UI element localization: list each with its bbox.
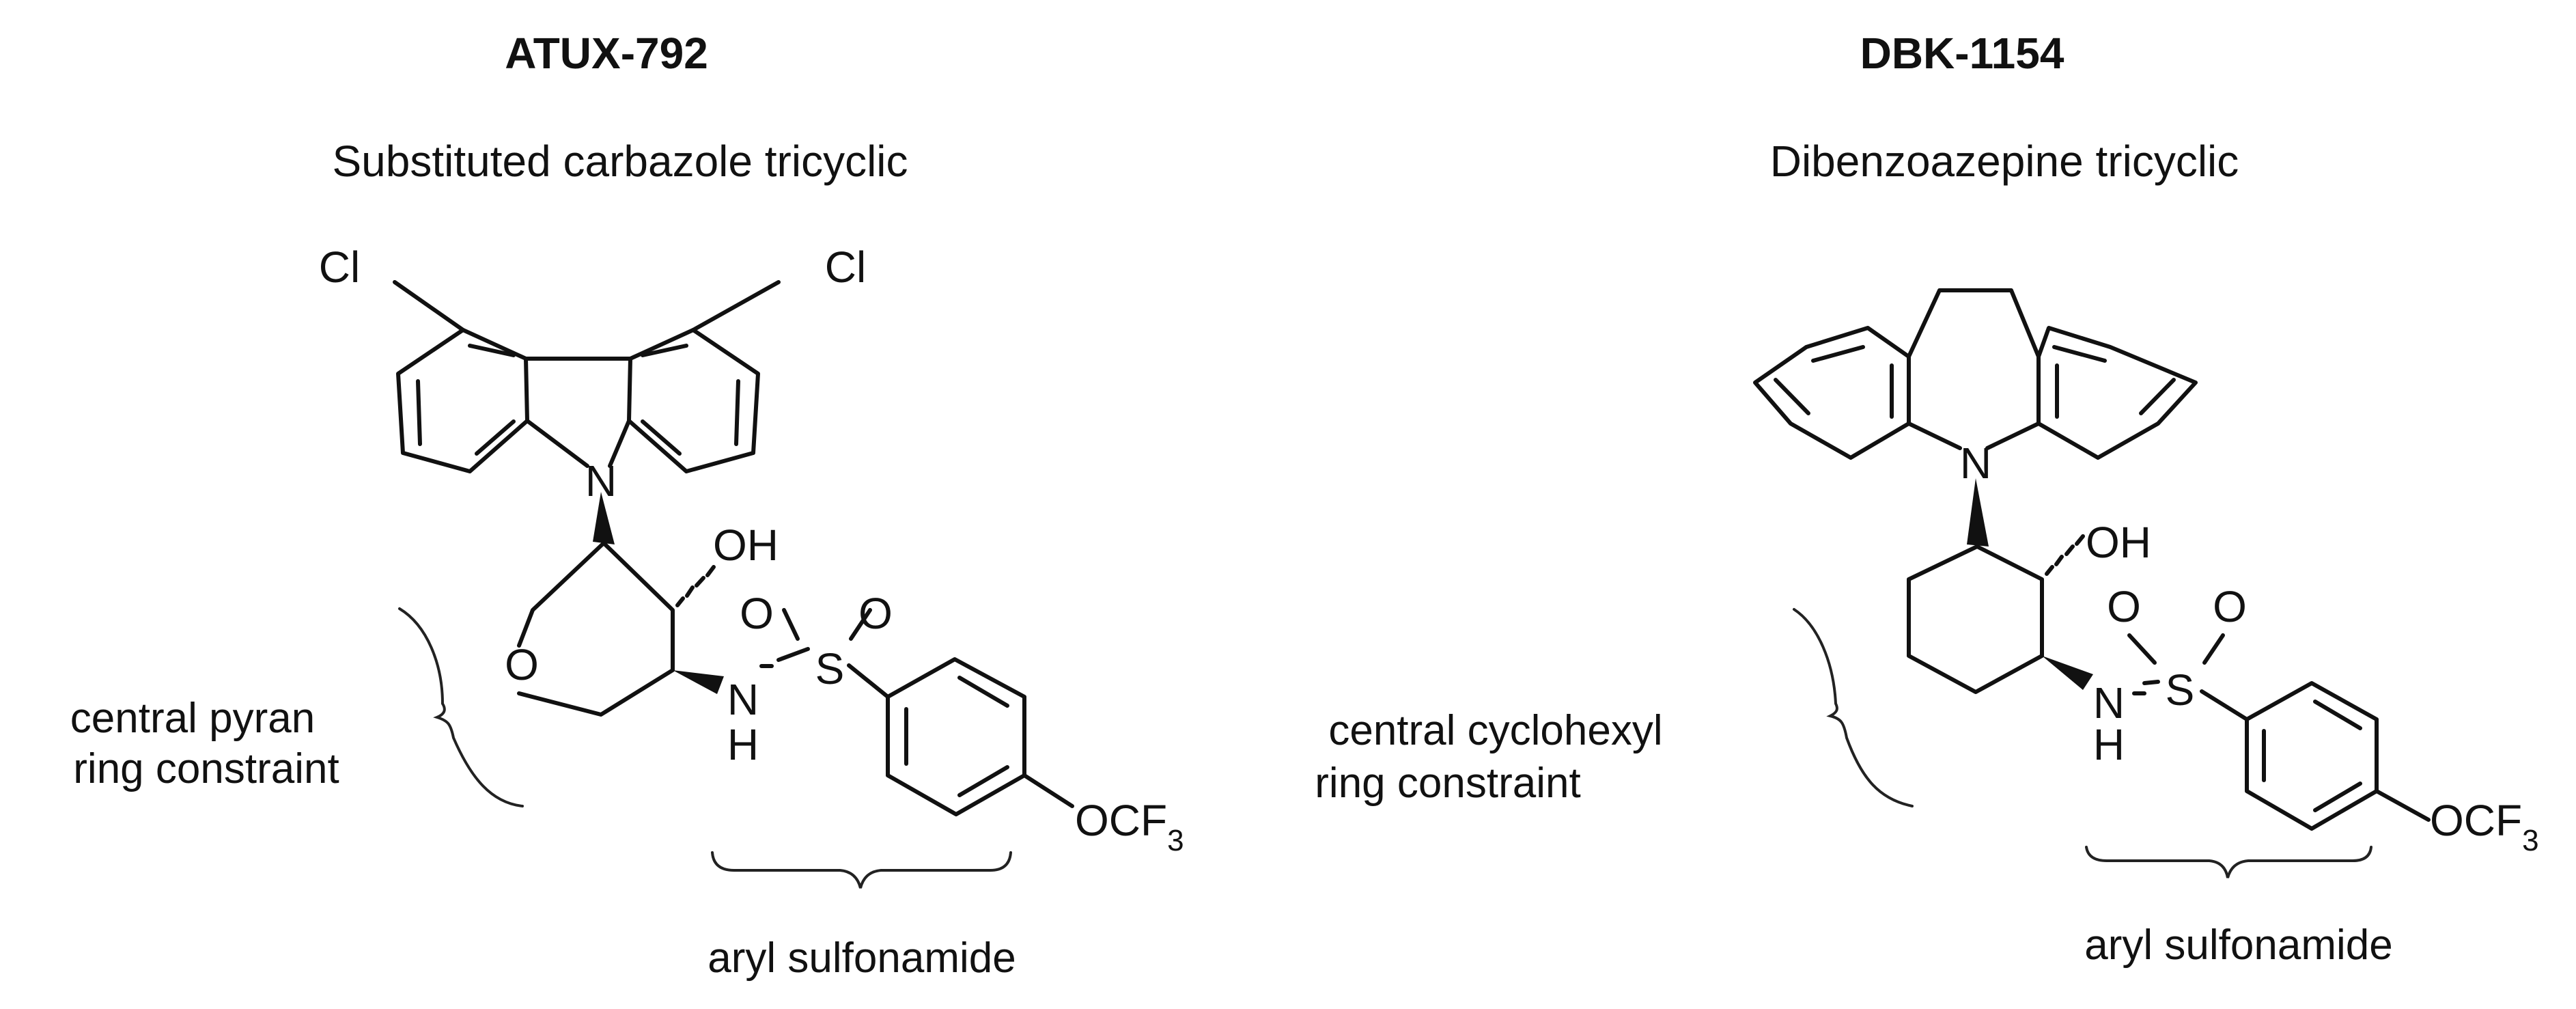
atux-wedge-n bbox=[593, 492, 615, 544]
atom-o-sulfonyl-1-dbk: O bbox=[2107, 582, 2141, 631]
atom-s: S bbox=[815, 644, 845, 693]
atom-cl-right: Cl bbox=[825, 243, 866, 292]
dbk-ring-annotation-line1: central cyclohexyl bbox=[1328, 707, 1662, 754]
compound-name-dbk: DBK-1154 bbox=[1860, 29, 2064, 78]
atom-cl-left: Cl bbox=[319, 243, 360, 292]
atom-oh-dbk: OH bbox=[2086, 518, 2151, 567]
atux-sulfonamide-brace bbox=[711, 851, 1012, 889]
atux-ring-brace bbox=[398, 607, 524, 807]
atom-o-pyran: O bbox=[505, 640, 539, 689]
atux-ring-annotation-line2: ring constraint bbox=[73, 745, 339, 792]
dbk-wedge-nh bbox=[2042, 656, 2093, 690]
atux-skeleton-bonds bbox=[393, 280, 1074, 816]
atux-ring-annotation-line1: central pyran bbox=[70, 695, 315, 742]
atom-ocf3: OCF3 bbox=[1075, 796, 1184, 857]
dbk-1154-panel: DBK-1154 Dibenzoazepine tricyclic bbox=[1315, 29, 2538, 969]
dbk-ring-annotation-line2: ring constraint bbox=[1315, 760, 1580, 807]
atom-n-sulfonamide-dbk: N bbox=[2093, 678, 2125, 728]
atux-792-panel: ATUX-792 Substituted carbazole tricyclic bbox=[70, 29, 1184, 982]
atom-ocf3-dbk: OCF3 bbox=[2430, 796, 2539, 857]
dbk-sulfonamide-brace bbox=[2085, 846, 2372, 879]
atom-h-sulfonamide: H bbox=[727, 720, 759, 769]
atom-o-sulfonyl-2: O bbox=[858, 589, 893, 638]
atom-n-sulfonamide: N bbox=[727, 675, 759, 724]
dbk-sulfonamide-annotation: aryl sulfonamide bbox=[2084, 922, 2392, 969]
atom-o-sulfonyl-2-dbk: O bbox=[2213, 582, 2247, 631]
atom-h-sulfonamide-dbk: H bbox=[2093, 720, 2125, 769]
compound-name-atux: ATUX-792 bbox=[505, 29, 708, 78]
atom-n-carbazole: N bbox=[585, 456, 617, 506]
compound-subtitle-atux: Substituted carbazole tricyclic bbox=[332, 137, 908, 186]
atom-s-dbk: S bbox=[2166, 665, 2195, 715]
compound-subtitle-dbk: Dibenzoazepine tricyclic bbox=[1770, 137, 2239, 186]
atux-wedge-nh bbox=[673, 670, 724, 694]
dbk-wedge-n bbox=[1967, 478, 1989, 547]
dbk-skeleton-bonds bbox=[1753, 288, 2431, 831]
atom-oh: OH bbox=[713, 521, 779, 570]
atom-o-sulfonyl-1: O bbox=[740, 589, 774, 638]
atom-n-azepine: N bbox=[1960, 439, 1991, 488]
atux-sulfonamide-annotation: aryl sulfonamide bbox=[708, 935, 1016, 982]
dbk-ring-brace bbox=[1793, 608, 1914, 807]
